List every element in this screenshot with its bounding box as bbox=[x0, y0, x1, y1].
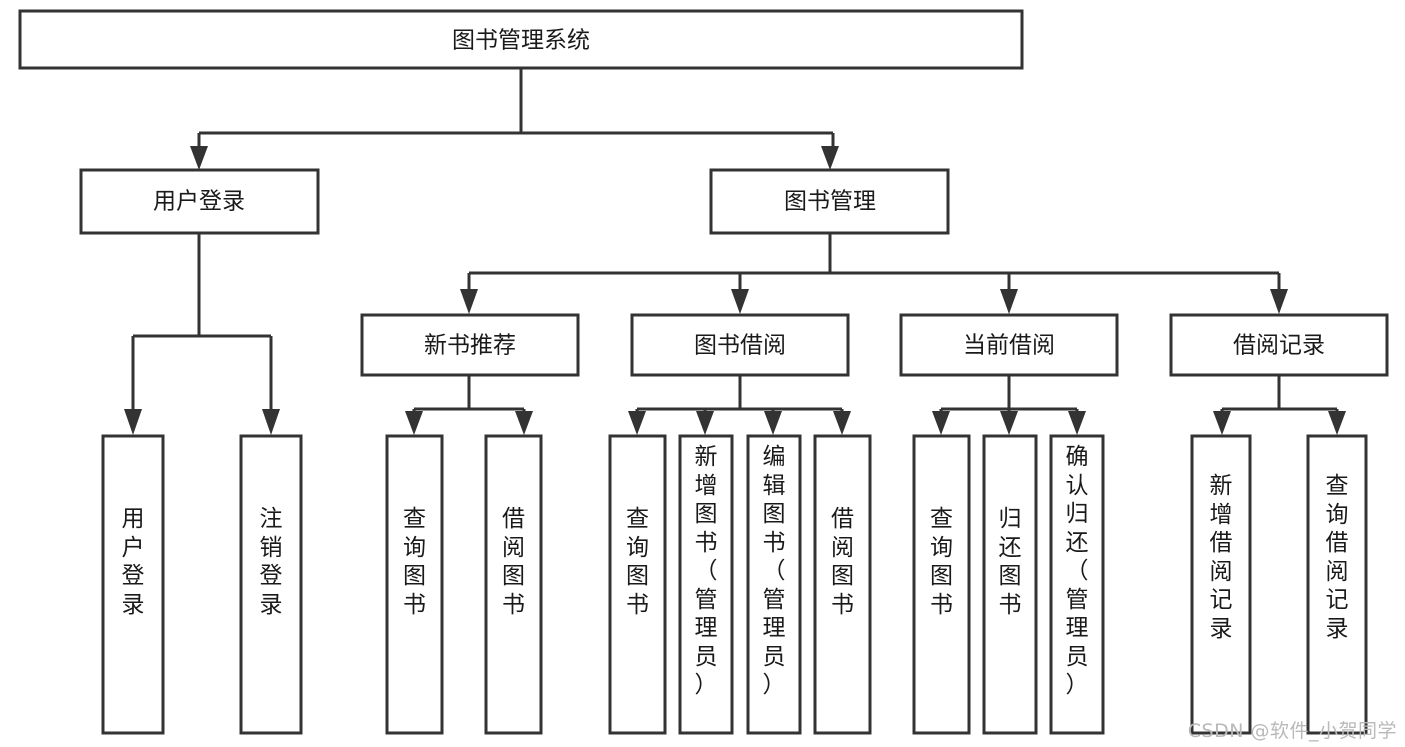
leaf-box-current-borrow-1[interactable] bbox=[982, 434, 1038, 735]
connector-book-mgmt-to-level3 bbox=[460, 233, 1288, 314]
leaf-box-new-book-0[interactable] bbox=[385, 434, 444, 735]
leaf-box-book-borrow-2[interactable] bbox=[746, 434, 802, 735]
connector-book-borrow-to-leaves bbox=[628, 375, 851, 435]
leaf-box-user-login-0[interactable] bbox=[101, 434, 165, 735]
leaf-box-current-borrow-2[interactable] bbox=[1049, 434, 1105, 735]
leaf-box-book-borrow-0[interactable] bbox=[608, 434, 667, 735]
node-borrow-record[interactable]: 借阅记录 bbox=[1169, 313, 1389, 377]
node-root-system[interactable]: 图书管理系统 bbox=[18, 9, 1024, 70]
connector-current-borrow-to-leaves bbox=[932, 375, 1086, 435]
connector-user-login-to-leaves bbox=[124, 233, 280, 435]
node-root-system-label: 图书管理系统 bbox=[452, 28, 590, 54]
connector-new-book-to-leaves bbox=[405, 375, 533, 435]
leaf-box-new-book-1[interactable] bbox=[484, 434, 543, 735]
node-book-management[interactable]: 图书管理 bbox=[709, 168, 950, 235]
connector-root-to-level2 bbox=[190, 68, 839, 170]
node-user-login[interactable]: 用户登录 bbox=[79, 168, 320, 235]
leaf-box-borrow-record-1[interactable] bbox=[1306, 434, 1368, 735]
leaf-box-book-borrow-1[interactable] bbox=[678, 434, 734, 735]
node-current-borrow[interactable]: 当前借阅 bbox=[899, 313, 1119, 377]
leaf-box-book-borrow-3[interactable] bbox=[813, 434, 872, 735]
node-current-borrow-label: 当前借阅 bbox=[963, 333, 1055, 359]
node-book-management-label: 图书管理 bbox=[784, 189, 876, 215]
node-borrow-record-label: 借阅记录 bbox=[1233, 333, 1325, 359]
node-book-borrow[interactable]: 图书借阅 bbox=[630, 313, 850, 377]
leaf-box-user-login-1[interactable] bbox=[239, 434, 303, 735]
leaf-box-borrow-record-0[interactable] bbox=[1190, 434, 1252, 735]
node-new-book-recommend-label: 新书推荐 bbox=[424, 333, 516, 359]
node-user-login-label: 用户登录 bbox=[153, 189, 245, 215]
node-book-borrow-label: 图书借阅 bbox=[694, 333, 786, 359]
node-new-book-recommend[interactable]: 新书推荐 bbox=[360, 313, 580, 377]
connector-borrow-record-to-leaves bbox=[1213, 375, 1346, 435]
leaf-box-current-borrow-0[interactable] bbox=[912, 434, 971, 735]
csdn-watermark: CSDN @软件_小贺同学 bbox=[1187, 720, 1397, 742]
